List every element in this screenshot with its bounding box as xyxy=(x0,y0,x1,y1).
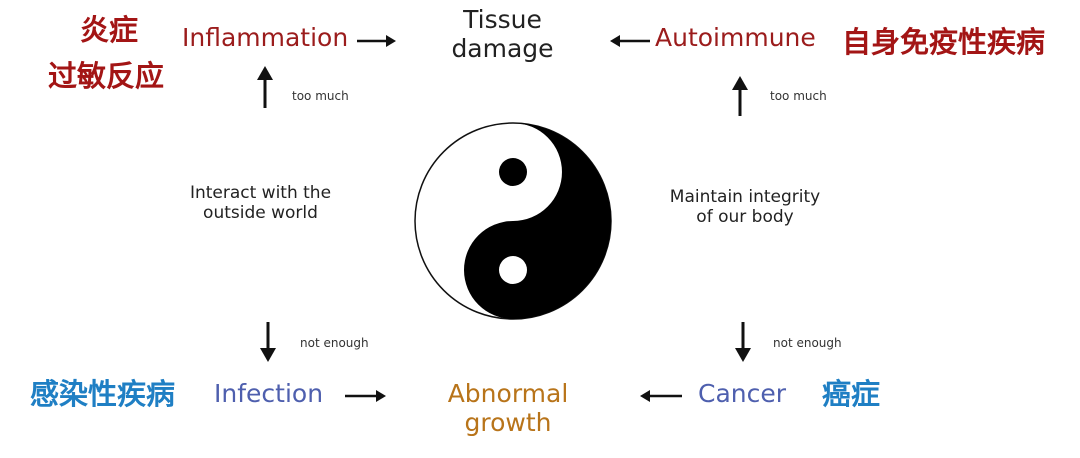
arrow-cancer-to-growth xyxy=(640,390,682,402)
too-much-right-label: too much xyxy=(770,89,827,103)
arrow-down-right xyxy=(735,322,751,362)
maintain-line1: Maintain integrity xyxy=(669,187,821,207)
arrow-autoimmune-to-tissue xyxy=(610,35,650,47)
cn-inflammation-line2: 过敏反应 xyxy=(48,59,165,93)
autoimmune-label: Autoimmune xyxy=(655,23,816,52)
abnormal-growth-label: Abnormal growth xyxy=(438,379,578,438)
maintain-integrity-label: Maintain integrity of our body xyxy=(660,187,830,227)
inflammation-label: Inflammation xyxy=(182,23,349,52)
cn-autoimmune: 自身免疫性疾病 xyxy=(842,25,1046,59)
not-enough-left-label: not enough xyxy=(300,336,369,350)
tissue-line2: damage xyxy=(451,33,554,63)
cn-cancer: 癌症 xyxy=(822,377,881,411)
tissue-line1: Tissue xyxy=(463,5,542,34)
arrow-up-right xyxy=(732,76,748,116)
infection-label: Infection xyxy=(214,379,324,408)
cn-inflammation-line1: 炎症 xyxy=(80,13,139,47)
arrow-up-left xyxy=(257,66,273,108)
tissue-damage-label: Tissue damage xyxy=(440,5,565,64)
arrow-inflammation-to-tissue xyxy=(357,35,396,47)
abnormal-line1: Abnormal xyxy=(447,379,569,408)
interact-line2: outside world xyxy=(203,202,318,223)
cancer-label: Cancer xyxy=(698,379,787,408)
not-enough-right-label: not enough xyxy=(773,336,842,350)
cn-infection: 感染性疾病 xyxy=(30,377,176,411)
interact-outside-label: Interact with the outside world xyxy=(178,183,343,223)
maintain-line2: of our body xyxy=(696,206,794,227)
abnormal-line2: growth xyxy=(464,407,552,437)
interact-line1: Interact with the xyxy=(189,183,332,203)
arrow-infection-to-growth xyxy=(345,390,386,402)
too-much-left-label: too much xyxy=(292,89,349,103)
arrow-down-left xyxy=(260,322,276,362)
yin-yang-icon xyxy=(414,122,612,320)
